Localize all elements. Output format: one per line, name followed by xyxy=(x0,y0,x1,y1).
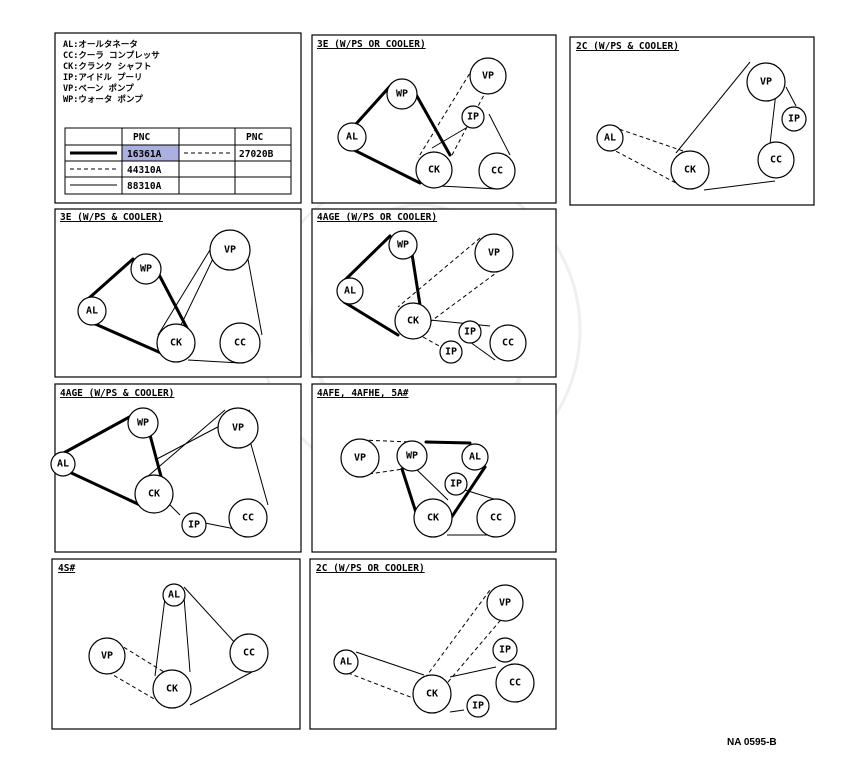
pulley-label: IP xyxy=(464,327,476,338)
legend-line-ck: CK:クランク シャフト xyxy=(63,61,151,72)
pulley-label: CK xyxy=(426,689,438,700)
pnc-header-left: PNC xyxy=(133,132,150,143)
pnc-cell: 16361A xyxy=(127,149,162,160)
pulley-label: IP xyxy=(445,347,457,358)
pulley-label: VP xyxy=(232,423,244,434)
pulley-label: IP xyxy=(499,645,511,656)
panel-2c-ps-or-cooler: 2C (W/PS OR COOLER) AL VP IP CC CK IP xyxy=(309,558,557,730)
pulley-label: AL xyxy=(340,657,352,668)
pulley-label: AL xyxy=(168,590,180,601)
pulley-label: IP xyxy=(188,520,200,531)
panel-3e-ps-and-cooler: 3E (W/PS & COOLER) AL WP VP CK CC xyxy=(54,208,302,378)
pulley-label: VP xyxy=(224,245,236,256)
panel-title: 3E (W/PS & COOLER) xyxy=(60,212,163,223)
pulley-label: CC xyxy=(491,166,503,177)
pulley-label: VP xyxy=(760,77,772,88)
pnc-table: PNC PNC 16361A 27020B 44310A 88310A xyxy=(64,127,292,195)
pulley-label: CC xyxy=(243,648,255,659)
pulley-label: IP xyxy=(472,701,484,712)
pulley-label: WP xyxy=(396,89,408,100)
pulley-label: IP xyxy=(450,479,462,490)
pulley-label: AL xyxy=(469,452,481,463)
panel-4age-ps-or-cooler: 4AGE (W/PS OR COOLER) AL WP VP CK IP IP … xyxy=(311,208,557,378)
pulley-label: VP xyxy=(101,651,113,662)
pnc-header-right: PNC xyxy=(246,132,263,143)
pulley-label: AL xyxy=(86,306,98,317)
legend-box: AL:オールタネータ CC:クーラ コンプレッサ CK:クランク シャフト IP… xyxy=(54,32,302,204)
pulley-label: AL xyxy=(346,132,358,143)
panel-4age-ps-and-cooler: 4AGE (W/PS & COOLER) AL WP VP CK IP CC xyxy=(50,383,302,553)
legend-line-vp: VP:ベーン ポンプ xyxy=(63,83,134,94)
pulley-label: AL xyxy=(604,133,616,144)
pulley-label: CC xyxy=(509,678,521,689)
panel-4afe-4afhe-5a: 4AFE, 4AFHE, 5A# VP WP AL IP CK CC xyxy=(311,383,557,553)
pulley-label: CC xyxy=(502,338,514,349)
panel-4s: 4S# AL VP CC CK xyxy=(51,558,301,730)
pulley-label: WP xyxy=(406,451,418,462)
panel-title: 4AFE, 4AFHE, 5A# xyxy=(317,388,409,399)
pulley-label: WP xyxy=(140,264,152,275)
pulley-label: CK xyxy=(427,513,439,524)
pulley-label: WP xyxy=(137,418,149,429)
panel-title: 2C (W/PS OR COOLER) xyxy=(316,563,425,574)
pulley-label: IP xyxy=(788,114,800,125)
pulley-label: WP xyxy=(397,240,409,251)
panel-3e-ps-or-cooler: 3E (W/PS OR COOLER) AL WP VP IP CK CC xyxy=(311,34,557,204)
pulley-label: CK xyxy=(428,165,440,176)
pulley-label: AL xyxy=(344,286,356,297)
pulley-label: CC xyxy=(490,513,502,524)
legend-line-ip: IP:アイドル プーリ xyxy=(63,72,143,83)
legend-line-wp: WP:ウォータ ポンプ xyxy=(63,94,143,105)
panel-title: 4AGE (W/PS & COOLER) xyxy=(60,388,174,399)
legend-line-al: AL:オールタネータ xyxy=(63,39,138,50)
pulley-label: VP xyxy=(499,598,511,609)
pulley-label: AL xyxy=(57,459,69,470)
panel-title: 2C (W/PS & COOLER) xyxy=(576,41,679,52)
pnc-cell: 88310A xyxy=(127,181,162,192)
pulley-label: VP xyxy=(482,71,494,82)
pulley-label: VP xyxy=(354,453,366,464)
pnc-cell: 27020B xyxy=(239,149,274,160)
pulley-label: CC xyxy=(242,513,254,524)
highlight-cell xyxy=(122,145,179,161)
panel-title: 4AGE (W/PS OR COOLER) xyxy=(317,212,437,223)
figure-code: NA 0595-B xyxy=(727,737,777,748)
pulley-label: IP xyxy=(467,112,479,123)
panel-2c-ps-and-cooler: 2C (W/PS & COOLER) AL VP IP CK CC xyxy=(569,36,815,206)
panel-title: 3E (W/PS OR COOLER) xyxy=(317,39,426,50)
pulley-label: CK xyxy=(166,684,178,695)
pnc-cell: 44310A xyxy=(127,165,162,176)
pulley-label: VP xyxy=(488,248,500,259)
pulley-label: CC xyxy=(770,155,782,166)
pulley-label: CK xyxy=(407,316,419,327)
legend-line-cc: CC:クーラ コンプレッサ xyxy=(63,50,160,61)
pulley-label: CC xyxy=(234,338,246,349)
pulley-label: CK xyxy=(684,165,696,176)
pulley-label: CK xyxy=(170,338,182,349)
pulley-label: CK xyxy=(148,489,160,500)
panel-title: 4S# xyxy=(58,563,75,574)
